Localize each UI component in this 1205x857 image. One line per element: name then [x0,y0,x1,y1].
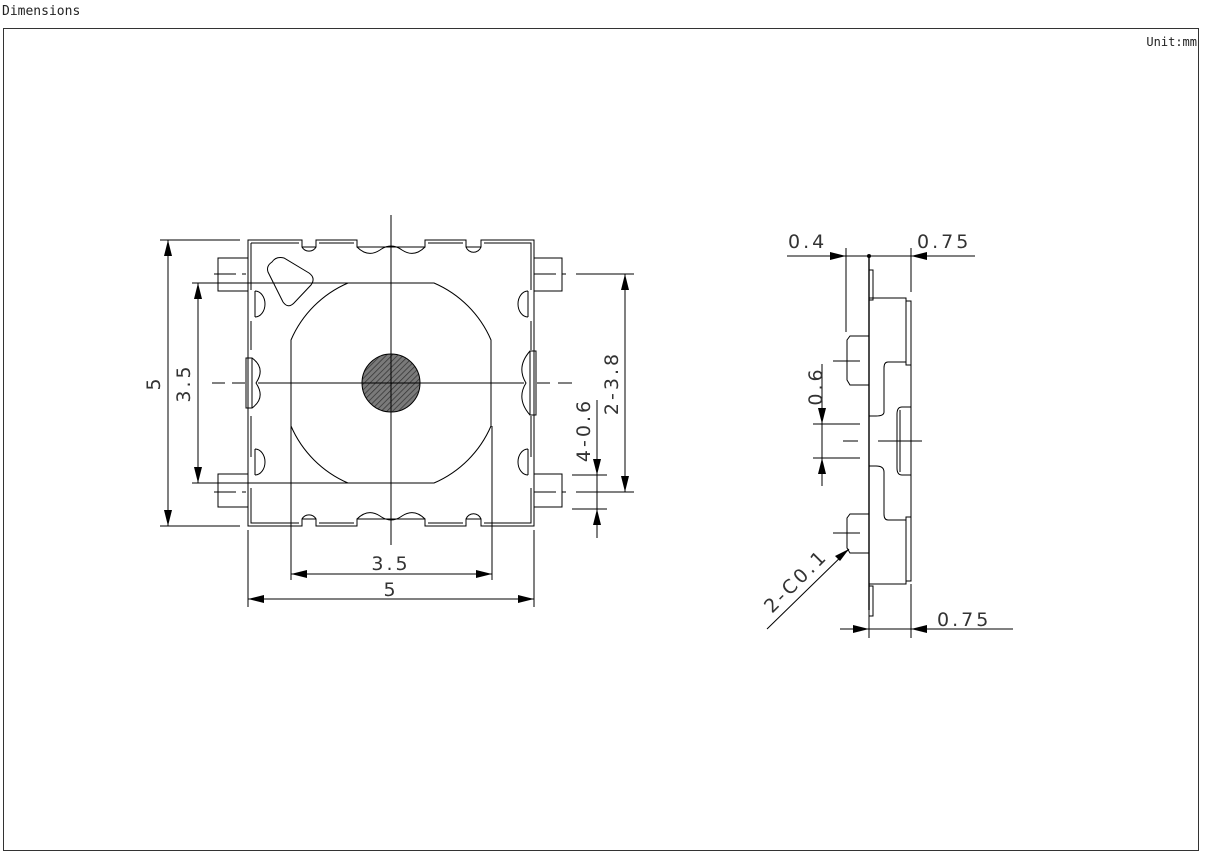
body-outline [247,239,535,527]
terminal [533,473,563,508]
dim-terminal-pitch: 2-3.8 [601,351,623,415]
dim-bottom-thickness: 0.75 [937,609,991,631]
section-title: Dimensions [2,4,81,19]
front-view: 5 3.5 3.5 5 2-3.8 4-0.6 [143,215,634,607]
actuator-outline [290,282,492,484]
terminal [217,473,249,508]
dim-bump-offset: 0.4 [788,231,827,253]
housing-profile [869,297,907,585]
dim-center-gap: 0.6 [805,366,827,405]
bump [846,335,869,386]
dim-height-inner: 3.5 [173,363,195,402]
drawing-frame [3,28,1199,851]
side-view: 0.4 0.75 0.75 0.6 2-C0.1 [760,231,1013,638]
dim-height-total: 5 [143,375,165,390]
unit-label: Unit:mm [1146,35,1197,49]
dim-top-thickness: 0.75 [917,231,971,253]
dim-chamfer: 2-C0.1 [760,545,832,617]
dim-width-total: 5 [383,579,398,601]
dim-width-inner: 3.5 [371,553,410,575]
dim-terminal-width: 4-0.6 [573,398,595,462]
orientation-mark [267,257,314,307]
body-inner-outline [250,242,532,524]
